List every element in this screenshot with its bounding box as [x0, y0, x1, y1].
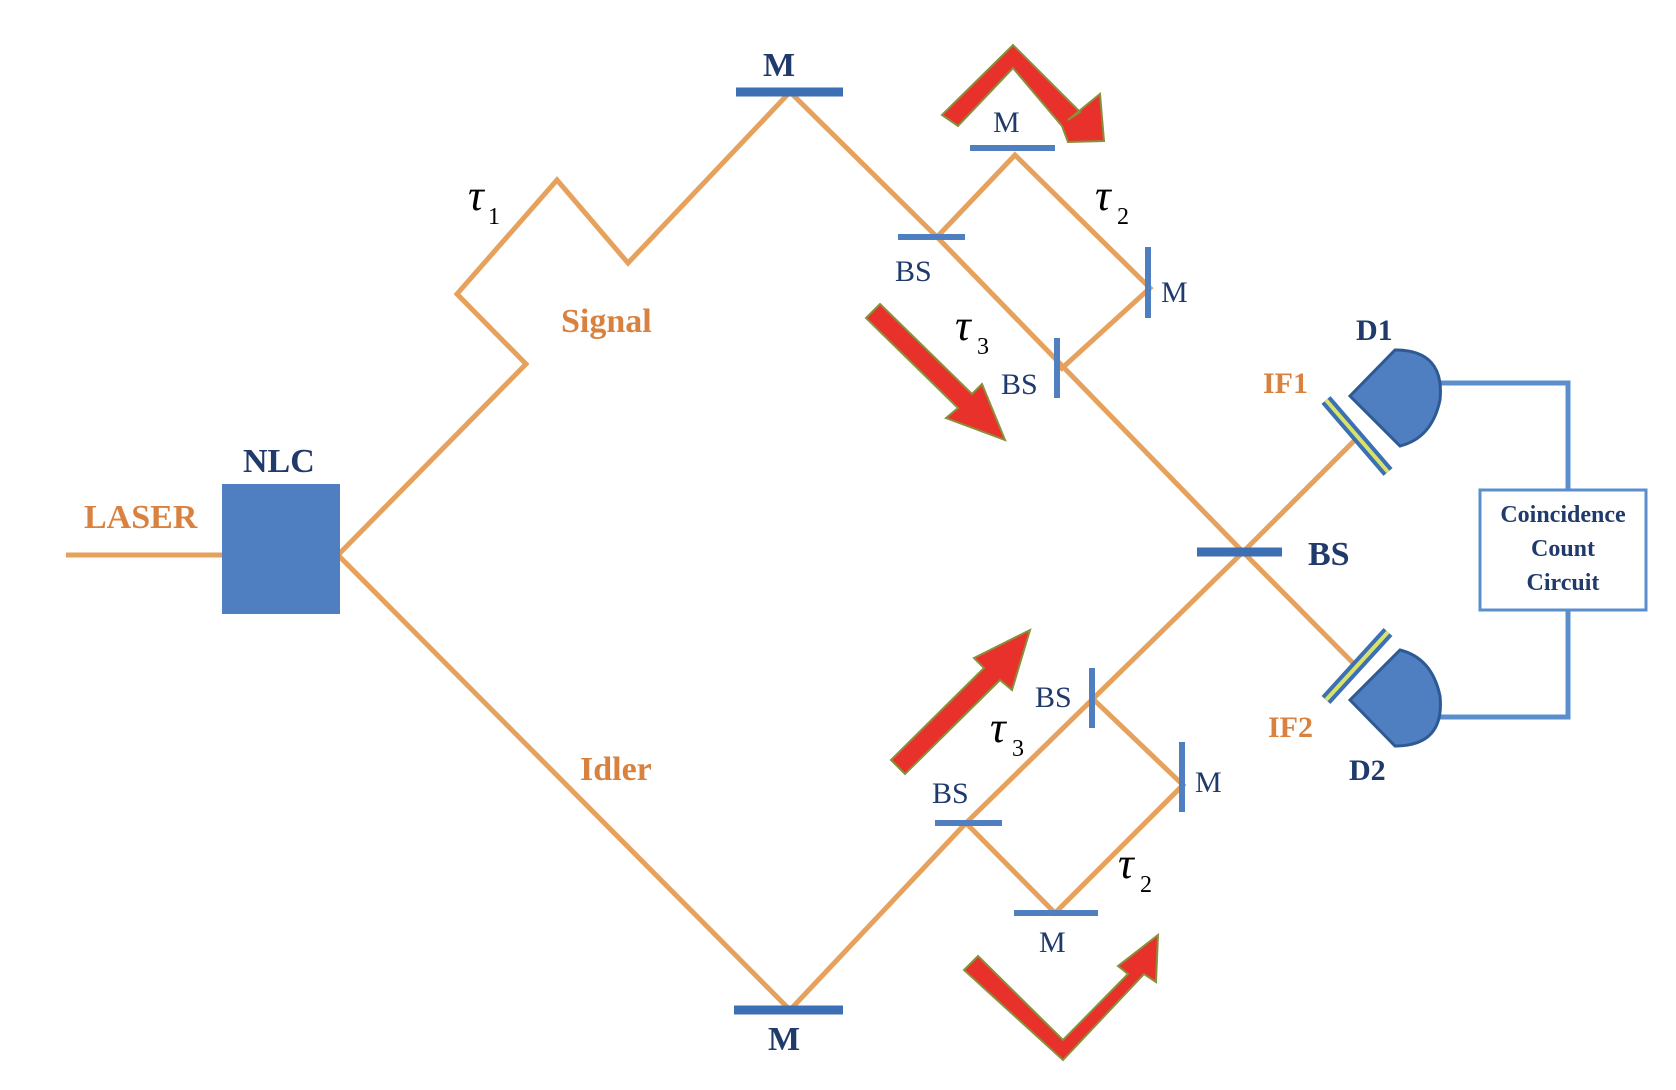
coincidence-circuit-box [1478, 488, 1648, 612]
mirror-top-label: M [763, 47, 795, 84]
output-beam-d2 [1241, 550, 1359, 669]
coincidence-line-1: Coincidence [1500, 502, 1626, 528]
tau-1-label: τ 1 [468, 171, 500, 230]
svg-text:2: 2 [1117, 204, 1129, 230]
detector-wiring [1435, 380, 1571, 720]
output-beam-d1 [1241, 436, 1359, 554]
idler-label: Idler [580, 751, 652, 788]
svg-text:1: 1 [488, 204, 500, 230]
mirror-signal-loop-right-label: M [1161, 276, 1188, 309]
signal-label: Signal [561, 303, 652, 340]
bs-main-label: BS [1308, 536, 1350, 573]
wire-d1 [1435, 380, 1571, 490]
bs-idler-1-label: BS [932, 777, 969, 810]
wire-d2 [1435, 610, 1571, 720]
svg-text:τ: τ [1118, 839, 1136, 888]
svg-text:τ: τ [990, 703, 1008, 752]
svg-text:2: 2 [1140, 872, 1152, 898]
coincidence-line-3: Circuit [1527, 570, 1600, 596]
detector-d1 [1347, 348, 1442, 448]
svg-text:3: 3 [977, 334, 989, 360]
arrow-bottom-bent [962, 932, 1160, 1062]
detector-d1-label: D1 [1356, 314, 1393, 347]
signal-main-beam [935, 235, 1245, 554]
svg-text:τ: τ [1095, 171, 1113, 220]
tau-3-idler-label: τ 3 [990, 703, 1024, 762]
detector-d2 [1347, 648, 1442, 748]
arrow-signal-diagonal [864, 302, 1007, 442]
detector-d2-label: D2 [1349, 754, 1386, 787]
bs-idler-2-label: BS [1035, 681, 1072, 714]
mirror-signal-loop-top-label: M [993, 106, 1020, 139]
coincidence-line-2: Count [1531, 536, 1595, 562]
filter-if1 [1321, 396, 1393, 476]
bs-signal-2-label: BS [1001, 368, 1038, 401]
svg-text:τ: τ [468, 171, 486, 220]
filter-if2 [1321, 627, 1393, 705]
filter-if1-label: IF1 [1263, 367, 1308, 400]
idler-delay-loop [964, 696, 1187, 917]
mirror-bottom-label: M [768, 1021, 800, 1058]
mirror-idler-loop-bottom-label: M [1039, 926, 1066, 959]
mirror-idler-loop-right-label: M [1195, 766, 1222, 799]
arrow-top-bent [940, 43, 1106, 144]
nlc-crystal [222, 484, 340, 614]
bs-signal-1-label: BS [895, 255, 932, 288]
tau-2-idler-label: τ 2 [1118, 839, 1152, 898]
tau-3-signal-label: τ 3 [955, 301, 989, 360]
svg-text:3: 3 [1012, 736, 1024, 762]
svg-text:τ: τ [955, 301, 973, 350]
idler-arm-beam [336, 553, 968, 1014]
laser-label: LASER [84, 499, 198, 536]
tau-2-signal-label: τ 2 [1095, 171, 1129, 230]
nlc-label: NLC [243, 443, 315, 480]
signal-delay-loop [935, 151, 1154, 372]
arrow-idler-diagonal [889, 628, 1032, 776]
idler-main-beam [964, 550, 1245, 825]
filter-if2-label: IF2 [1268, 711, 1313, 744]
